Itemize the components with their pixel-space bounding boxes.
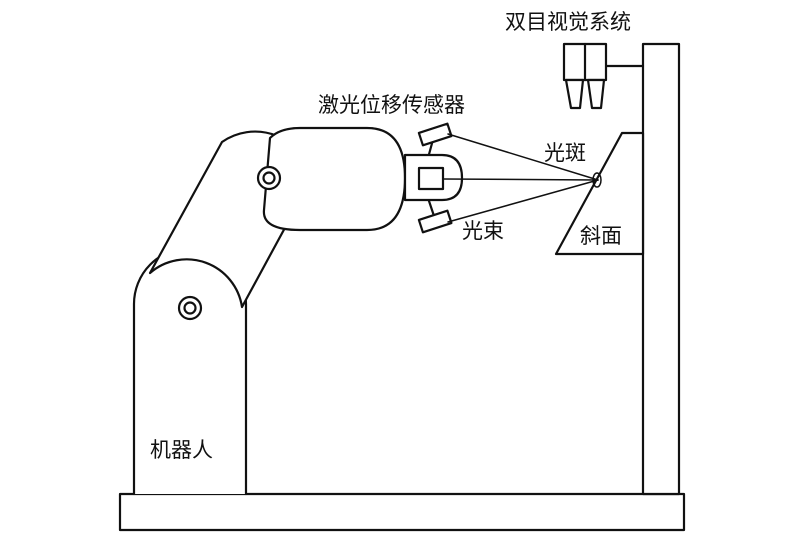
shoulder-joint-icon (179, 297, 201, 319)
light-beams (443, 134, 598, 222)
base-platform (120, 494, 684, 530)
laser-sensor-icon (405, 124, 462, 233)
robot-upper-link (264, 128, 405, 230)
robot-label: 机器人 (150, 438, 213, 462)
inclined-surface (556, 133, 643, 254)
laser-displacement-sensor-label: 激光位移传感器 (318, 93, 465, 117)
light-spot-icon (593, 173, 601, 187)
binocular-vision-system-label: 双目视觉系统 (505, 10, 631, 34)
vertical-post (643, 44, 679, 494)
inclined-surface-label: 斜面 (580, 224, 622, 248)
light-spot-label: 光斑 (544, 141, 586, 165)
elbow-joint-icon (258, 167, 280, 189)
light-beam-label: 光束 (462, 219, 504, 243)
binocular-camera-icon (564, 44, 643, 108)
